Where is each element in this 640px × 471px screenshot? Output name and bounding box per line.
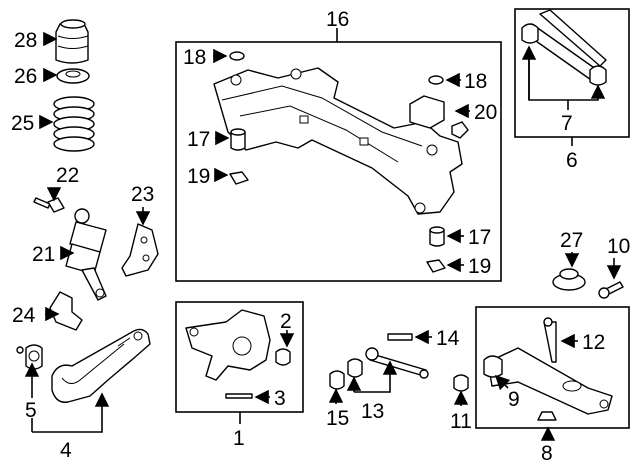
toe-link-bolt-drawing — [387, 333, 413, 341]
callout-16: 16 — [326, 8, 349, 31]
callout-25: 25 — [11, 112, 34, 135]
toe-link-drawing — [347, 347, 429, 379]
callout-12: 12 — [582, 331, 605, 354]
callout-5: 5 — [25, 399, 37, 422]
callout-6: 6 — [566, 149, 578, 172]
washer-top-left-drawing — [229, 51, 245, 61]
crossmember-drawing — [213, 67, 463, 215]
callout-19-upper: 19 — [187, 165, 210, 188]
callout-26: 26 — [14, 65, 37, 88]
callout-17-upper: 17 — [187, 128, 210, 151]
crossmember-box — [175, 41, 502, 282]
callout-4: 4 — [60, 439, 72, 462]
callout-13: 13 — [361, 400, 384, 423]
shock-bracket-drawing — [121, 223, 159, 277]
callout-18-left: 18 — [183, 46, 206, 69]
callout-14: 14 — [436, 327, 460, 350]
callout-15: 15 — [326, 407, 349, 430]
nut-upper-drawing — [229, 171, 249, 185]
upper-arm-drawing — [521, 9, 607, 86]
callout-18-right: 18 — [464, 70, 487, 93]
mount-bolt-drawing — [598, 281, 624, 299]
callout-21: 21 — [32, 243, 55, 266]
bushing-upper-drawing — [230, 128, 246, 151]
spring-seat-drawing — [56, 68, 90, 84]
shock-bolt-drawing — [33, 197, 65, 213]
bump-stop-drawing — [55, 19, 89, 64]
callout-1: 1 — [233, 427, 245, 450]
callout-2: 2 — [280, 310, 292, 333]
callout-17-lower: 17 — [468, 226, 491, 249]
callout-8: 8 — [541, 442, 553, 465]
coil-spring-drawing — [53, 96, 95, 152]
callout-3: 3 — [274, 387, 286, 410]
stabilizer-link-drawing — [543, 317, 557, 363]
callout-28: 28 — [14, 29, 37, 52]
lower-bushing-drawing — [453, 374, 469, 392]
spring-plate-drawing — [49, 291, 83, 331]
callout-20: 20 — [474, 101, 497, 124]
knuckle-bushing-drawing — [275, 348, 291, 366]
callout-7: 7 — [561, 112, 573, 135]
lower-arm-drawing — [483, 347, 613, 415]
knuckle-drawing — [185, 309, 271, 381]
bushing-lower-drawing — [429, 226, 445, 247]
knuckle-bolt-drawing — [225, 393, 253, 399]
lower-arm-nut-drawing — [537, 411, 557, 421]
callout-27: 27 — [560, 229, 583, 252]
shock-absorber-drawing — [65, 208, 107, 301]
callout-10: 10 — [607, 235, 630, 258]
callout-22: 22 — [56, 164, 79, 187]
washer-top-right-drawing — [428, 75, 444, 85]
callout-24: 24 — [12, 304, 36, 327]
callout-23: 23 — [131, 183, 154, 206]
rubber-mount-drawing — [552, 268, 586, 291]
callout-19-lower: 19 — [468, 255, 491, 278]
toe-bushing-drawing — [329, 370, 345, 390]
trailing-arm-drawing — [16, 328, 151, 403]
callout-11: 11 — [450, 410, 472, 433]
callout-9: 9 — [508, 388, 520, 411]
nut-lower-drawing — [426, 259, 446, 273]
leader-lines — [24, 28, 622, 441]
crossmember-bracket-drawing — [409, 95, 469, 139]
